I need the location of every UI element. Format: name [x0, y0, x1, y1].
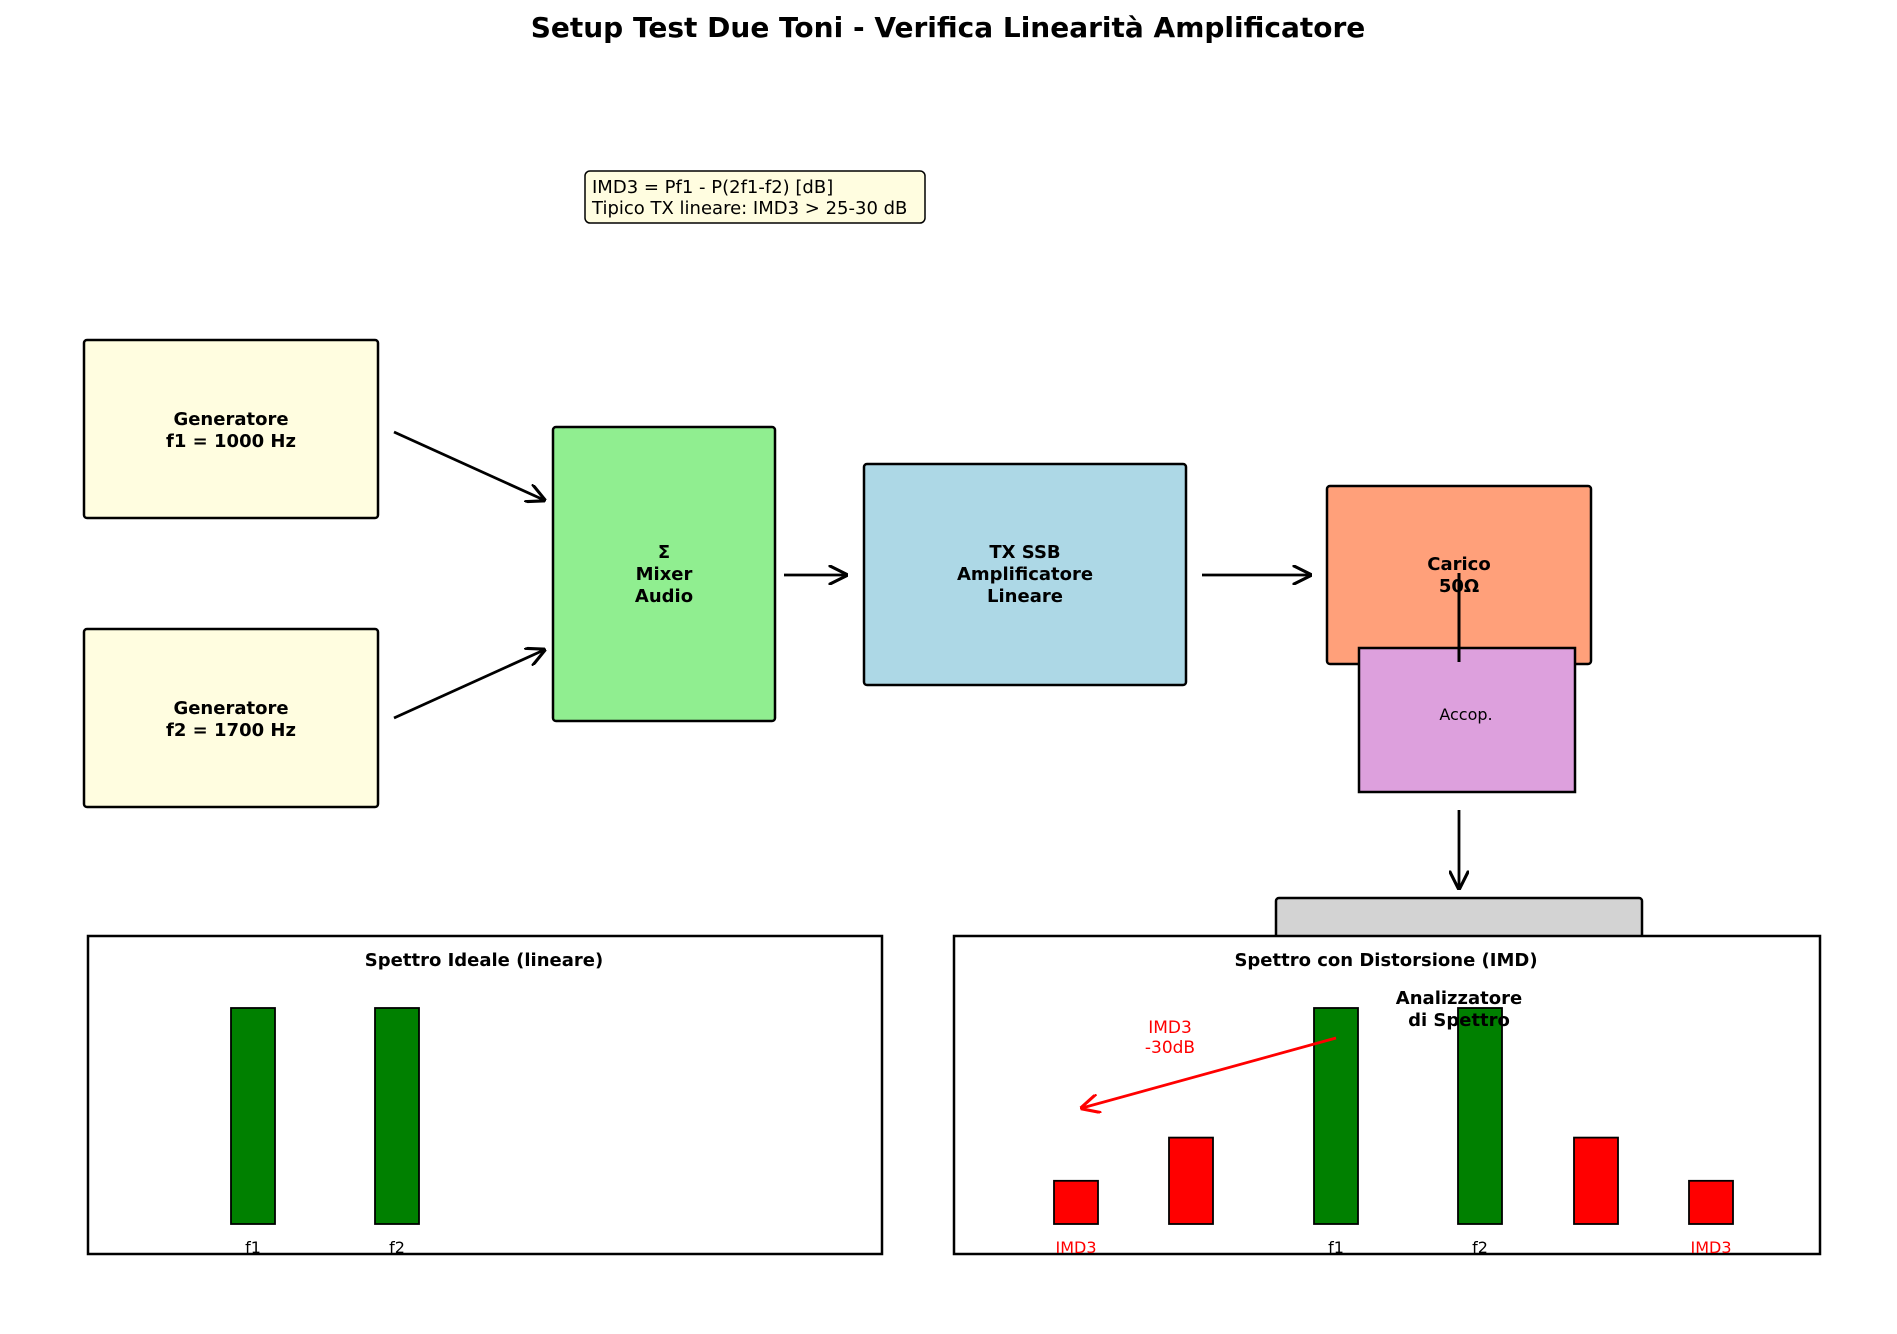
- imd-spectrum-bar-label-3: f1: [1328, 1238, 1344, 1257]
- imd3-annotation-value: -30dB: [1145, 1038, 1195, 1058]
- ideal-spectrum-bar-2: [374, 1007, 420, 1225]
- spectrum-analyzer-label: Analizzatore di Spettro: [1396, 988, 1522, 1031]
- tx-linear-label: Lineare: [987, 586, 1063, 607]
- imd-spectrum-bar-label-1: IMD3: [1055, 1238, 1096, 1257]
- diagram-title: Setup Test Due Toni - Verifica Linearità…: [531, 11, 1366, 44]
- imd-spectrum-bar-1: [1053, 1179, 1099, 1225]
- generator-f2-frequency: f2 = 1700 Hz: [166, 720, 296, 741]
- generator-f1-label: Generatore: [173, 409, 288, 430]
- signal-flow-arrows: [393, 430, 1459, 888]
- imd3-formula-box: IMD3 = Pf1 - P(2f1-f2) [dB] Tipico TX li…: [584, 170, 926, 224]
- audio-mixer-block: Σ Mixer Audio: [551, 425, 777, 723]
- imd3-annotation-arrow: [1082, 1036, 1337, 1108]
- generator-f1-frequency: f1 = 1000 Hz: [166, 431, 296, 452]
- coupler-label: Accop.: [1439, 705, 1492, 724]
- imd-spectrum-bar-label-6: IMD3: [1690, 1238, 1731, 1257]
- generator-f1-block: Generatore f1 = 1000 Hz: [82, 338, 380, 520]
- mixer-sublabel: Audio: [635, 586, 693, 607]
- imd-spectrum-bar-6: [1688, 1179, 1734, 1225]
- imd-spectrum-bar-label-4: f2: [1472, 1238, 1488, 1257]
- imd3-annotation: IMD3 -30dB: [1082, 1018, 1337, 1108]
- ideal-spectrum-bars: f1 f2: [230, 1007, 420, 1257]
- ideal-spectrum-title: Spettro Ideale (lineare): [365, 950, 603, 971]
- ideal-spectrum-bar-label-1: f1: [245, 1238, 261, 1257]
- coupler-block: Accop.: [1357, 646, 1577, 794]
- ideal-spectrum-bar-1: [230, 1007, 276, 1225]
- analyzer-label-line-1: Analizzatore: [1396, 988, 1522, 1009]
- arrow-gen1-to-mixer: [393, 430, 544, 500]
- arrow-gen2-to-mixer: [393, 650, 544, 720]
- tx-amplifier-label: Amplificatore: [957, 564, 1093, 585]
- ideal-spectrum-panel: Spettro Ideale (lineare) f1 f2: [86, 934, 884, 1257]
- analyzer-label-line-2: di Spettro: [1408, 1010, 1510, 1031]
- generator-f2-label: Generatore: [173, 698, 288, 719]
- load-label: Carico: [1427, 554, 1490, 575]
- generator-f2-block: Generatore f2 = 1700 Hz: [82, 627, 380, 809]
- tx-label: TX SSB: [989, 542, 1060, 563]
- imd-spectrum-bars: IMD3 f1 f2 IMD3: [1053, 1007, 1734, 1257]
- ideal-spectrum-bar-label-2: f2: [389, 1238, 405, 1257]
- imd-spectrum-bar-2: [1168, 1136, 1214, 1225]
- imd-spectrum-bar-3: [1313, 1007, 1359, 1225]
- imd-spectrum-bar-5: [1573, 1136, 1619, 1225]
- formula-line-1: IMD3 = Pf1 - P(2f1-f2) [dB]: [592, 177, 833, 198]
- imd-spectrum-bar-4: [1457, 1007, 1503, 1225]
- mixer-sigma-symbol: Σ: [658, 542, 670, 563]
- imd3-annotation-label: IMD3: [1148, 1018, 1192, 1038]
- formula-line-2: Tipico TX lineare: IMD3 > 25-30 dB: [591, 198, 907, 219]
- imd-spectrum-title: Spettro con Distorsione (IMD): [1234, 950, 1537, 971]
- mixer-label: Mixer: [636, 564, 693, 585]
- tx-amplifier-block: TX SSB Amplificatore Lineare: [862, 462, 1188, 687]
